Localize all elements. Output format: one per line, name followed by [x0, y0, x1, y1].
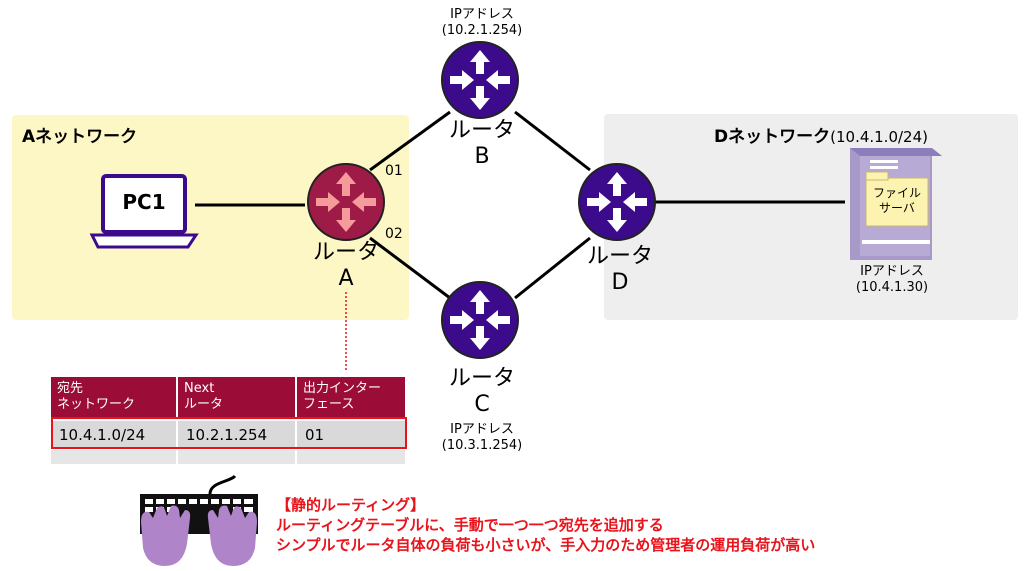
keyboard-hands-icon	[140, 474, 258, 566]
router-b-arrow-0	[470, 50, 490, 74]
network-d-name: Dネットワーク	[714, 127, 831, 147]
router-c-name: ルータ	[448, 366, 515, 391]
router-a-name: ルータ	[312, 240, 379, 265]
router-c-arrow-0	[470, 290, 490, 314]
router-c-arrow-2	[450, 310, 474, 330]
server-ip-title: IPアドレス	[860, 264, 924, 279]
router-d-name: ルータ	[586, 244, 653, 269]
router-c-ip-value: (10.3.1.254)	[441, 438, 523, 453]
router-a-label: ルータ A	[296, 240, 396, 292]
router-b-arrow-3	[486, 70, 510, 90]
router-b-ip-title: IPアドレス	[450, 7, 514, 22]
router-a-arrow-2	[316, 192, 340, 212]
network-d-zone	[604, 114, 1018, 320]
router-a-id: A	[338, 266, 354, 291]
server-ip: IPアドレス (10.4.1.30)	[822, 264, 962, 296]
router-b-ip: IPアドレス (10.2.1.254)	[412, 7, 552, 39]
table-row-highlight	[51, 417, 407, 449]
network-d-title: Dネットワーク(10.4.1.0/24)	[714, 122, 928, 147]
port-02-label: 02	[385, 226, 403, 242]
server-ip-value: (10.4.1.30)	[855, 280, 929, 295]
router-d-arrow-2	[587, 192, 611, 212]
router-d-id: D	[611, 270, 629, 295]
server-icon[interactable]	[850, 148, 942, 260]
router-a-body	[307, 163, 385, 241]
router-d-body	[578, 163, 656, 241]
router-c-ip: IPアドレス (10.3.1.254)	[412, 422, 552, 454]
port-01-label: 01	[385, 163, 403, 179]
router-b-ip-value: (10.2.1.254)	[441, 23, 523, 38]
router-c-ip-title: IPアドレス	[450, 422, 514, 437]
table-row: 10.4.1.0/24 10.2.1.254 01	[51, 419, 405, 448]
pc1-label: PC1	[122, 190, 166, 214]
cell-interface: 01	[297, 419, 405, 448]
router-c-arrow-3	[486, 310, 510, 330]
note-line-2: シンプルでルータ自体の負荷も小さいが、手入力のため管理者の運用負荷が高い	[276, 536, 816, 554]
router-d-arrow-3	[623, 192, 647, 212]
router-a-icon[interactable]	[307, 163, 385, 241]
cell-next-router: 10.2.1.254	[178, 419, 295, 448]
server-label-line1: ファイル	[872, 186, 921, 200]
router-b-arrow-2	[450, 70, 474, 90]
router-b-label: ルータ B	[432, 118, 532, 170]
router-a-arrow-1	[336, 208, 356, 232]
server-label-line2: サーバ	[879, 201, 915, 215]
router-b-icon[interactable]	[441, 41, 519, 119]
router-c-arrow-1	[470, 326, 490, 350]
header-output-interface: 出力インターフェース	[297, 377, 405, 419]
router-b-name: ルータ	[448, 118, 515, 143]
network-a-title: Aネットワーク	[22, 127, 138, 147]
header-destination: 宛先ネットワーク	[51, 377, 176, 419]
router-c-icon[interactable]	[441, 281, 519, 359]
laptop-icon[interactable]	[89, 174, 199, 249]
table-row-empty	[51, 448, 405, 464]
link-router-a-router-b	[369, 110, 451, 172]
link-router-b-router-d	[514, 110, 591, 172]
router-c-label: ルータ C	[432, 366, 532, 418]
router-c-id: C	[474, 392, 490, 417]
link-router-a-router-c	[369, 236, 451, 300]
router-b-id: B	[474, 144, 490, 169]
router-d-arrow-0	[607, 172, 627, 196]
note-line-1: ルーティングテーブルに、手動で一つ一つ宛先を追加する	[276, 516, 664, 534]
router-a-arrow-0	[336, 172, 356, 196]
router-d-icon[interactable]	[578, 163, 656, 241]
router-c-body	[441, 281, 519, 359]
server-label: ファイル サーバ	[866, 186, 928, 216]
cell-destination: 10.4.1.0/24	[51, 419, 176, 448]
link-router-c-router-d	[514, 236, 591, 300]
note-title: 【静的ルーティング】	[276, 496, 426, 514]
router-b-body	[441, 41, 519, 119]
router-d-label: ルータ D	[570, 244, 670, 296]
router-b-arrow-1	[470, 86, 490, 110]
network-d-subnet: (10.4.1.0/24)	[830, 128, 928, 146]
static-routing-note: 【静的ルーティング】 ルーティングテーブルに、手動で一つ一つ宛先を追加する シン…	[276, 495, 815, 555]
router-a-arrow-3	[352, 192, 376, 212]
router-d-arrow-1	[607, 208, 627, 232]
